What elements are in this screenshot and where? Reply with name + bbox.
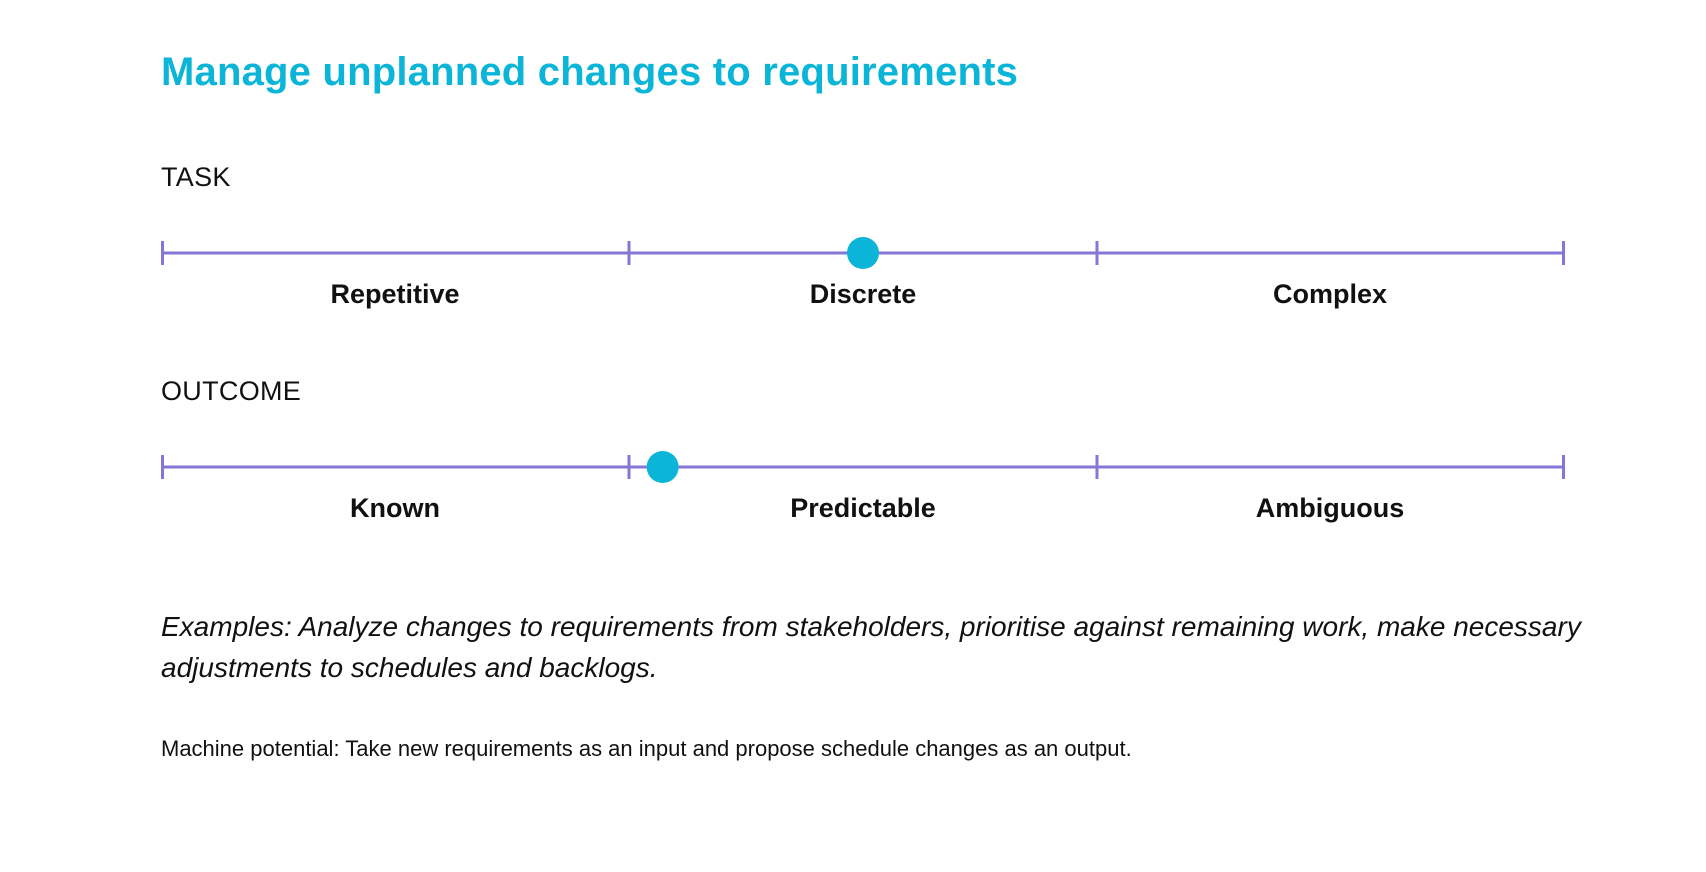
task-scale (161, 234, 1565, 274)
outcome-scale-graphic (161, 451, 1565, 483)
outcome-label: OUTCOME (161, 376, 302, 406)
outcome-zone-predictable: Predictable (790, 493, 936, 523)
task-marker (847, 237, 879, 269)
outcome-scale (161, 448, 1565, 488)
task-label: TASK (161, 162, 231, 192)
task-zone-complex: Complex (1272, 279, 1388, 309)
task-zone-repetitive: Repetitive (330, 279, 460, 309)
machine-potential-text: Machine potential: Take new requirements… (161, 736, 1132, 761)
examples-text: Examples: Analyze changes to requirement… (161, 611, 1581, 683)
outcome-marker (646, 451, 679, 483)
outcome-zone-known: Known (350, 493, 440, 523)
page-title: Manage unplanned changes to requirements (161, 50, 1019, 94)
task-scale-graphic (161, 237, 1565, 269)
task-zone-discrete: Discrete (809, 279, 917, 309)
outcome-zone-ambiguous: Ambiguous (1255, 493, 1405, 523)
